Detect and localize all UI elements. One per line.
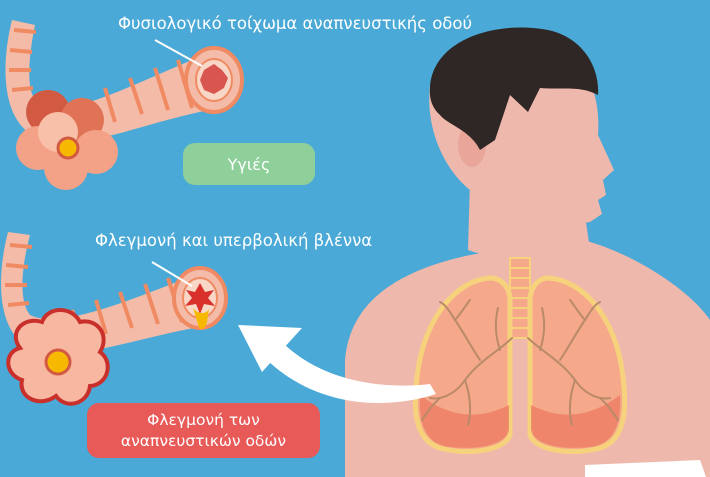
healthy-wall-label: Φυσιολογικό τοίχωμα αναπνευστικής οδού — [118, 14, 472, 33]
inflamed-wall-label: Φλεγμονή και υπερβολική βλέννα — [95, 231, 372, 250]
inflamed-airway — [1, 232, 226, 404]
inflammation-badge-line1: Φλεγμονή των — [147, 410, 260, 431]
inflammation-badge: Φλεγμονή των αναπνευστικών οδών — [87, 403, 320, 458]
trachea-rings — [510, 268, 530, 328]
inflammation-badge-line2: αναπνευστικών οδών — [121, 431, 286, 452]
inflamed-alveoli — [8, 310, 107, 404]
healthy-badge: Υγιές — [183, 143, 315, 185]
